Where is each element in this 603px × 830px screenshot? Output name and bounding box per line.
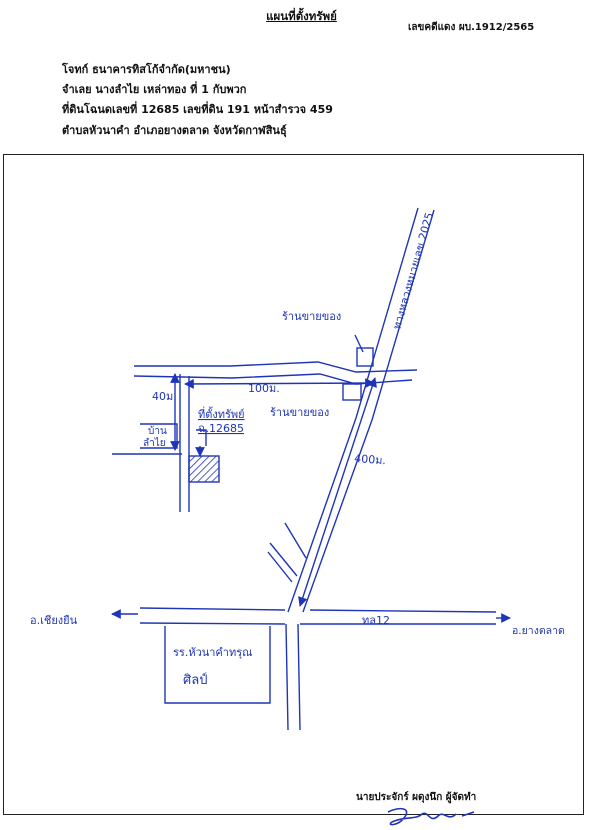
property-label: ที่ตั้งทรัพย์ [198,406,245,421]
page-title: แผนที่ตั้งทรัพย์ [266,9,337,23]
land-deed-line: ที่ดินโฉนดเลขที่ 12685 เลขที่ดิน 191 หน้… [62,103,333,116]
distance-400m-label: 400ม. [354,452,387,467]
road-number-label: ทล12 [362,614,390,627]
case-number: เลขคดีแดง ผบ.1912/2565 [408,22,535,33]
main-road-bottom-edge [139,622,496,625]
deed-number-label: ฉ.12685 [198,422,244,435]
main-road-south-branch-right [297,623,301,731]
to-yang-talat-label: อ.ยางตลาด [512,625,565,637]
to-chiang-yuen-label: อ.เชียงยืน [30,614,78,627]
school-label-1: รร.หัวนาคำทรุณ [173,646,252,659]
main-road-south-branch-left [285,623,289,731]
distance-40m-label: 40ม. [152,390,177,403]
highway-label: ทางหลวงหมายเลข 2025 [390,211,436,331]
main-road-top-edge [139,607,497,613]
distance-100m-label: 100ม. [248,382,280,395]
shop-top-label: ร้านขายของ [282,310,341,323]
location-line: ตำบลหัวนาคำ อำเภอยางตลาด จังหวัดกาฬสินธุ… [62,124,287,137]
plaintiff-line: โจทก์ ธนาคารทิสโก้จำกัด(มหาชน) [62,63,231,76]
defendant-line: จำเลย นางลำไย เหล่าทอง ที่ 1 กับพวก [62,83,247,96]
signature [387,807,475,826]
school-box [164,626,271,704]
shop-top-box [356,347,374,367]
house-label-1: บ้าน [148,425,167,437]
school-label-2: ศิลป์ [183,672,207,688]
house-label-2: ลำไย [143,437,166,449]
soi-road-top-edge [134,361,418,373]
map-frame [3,154,584,815]
shop-bottom-label: ร้านขายของ [270,406,329,419]
signer-name: นายประจักร์ ผดุงนึก ผู้จัดทำ [356,792,477,803]
shop-bottom-box [342,383,362,401]
property-plot [188,455,220,483]
